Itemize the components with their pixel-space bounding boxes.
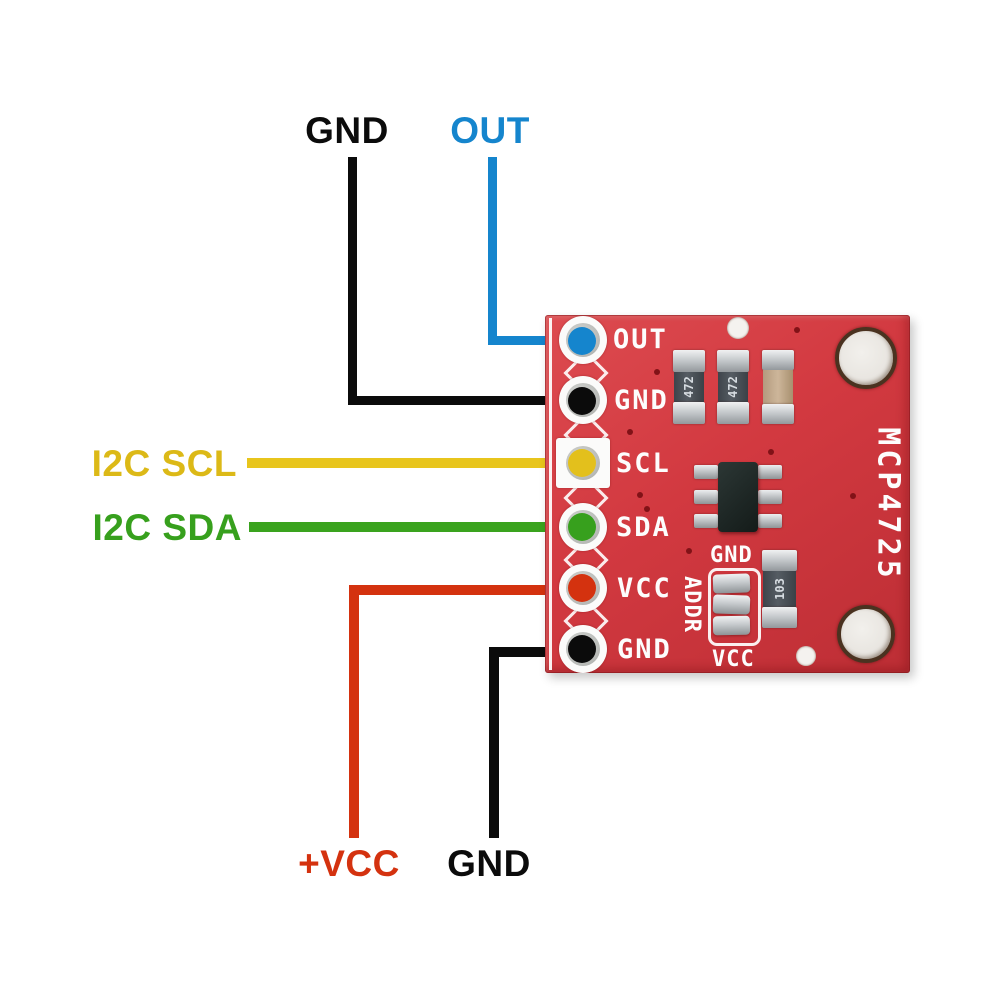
solder-end xyxy=(717,402,749,424)
pcb-dot xyxy=(627,429,633,435)
pin-dot-vcc xyxy=(568,574,596,602)
solder-end xyxy=(717,350,749,372)
ic-lead xyxy=(694,490,718,504)
pcb-dot xyxy=(768,449,774,455)
resistor-472-a: 472 xyxy=(673,350,705,424)
silk-label-jumper-vcc: VCC xyxy=(712,647,755,672)
wire-vcc-vertical xyxy=(349,585,359,838)
jumper-solder xyxy=(712,615,751,636)
wire-sda xyxy=(249,522,582,532)
pin-dot-scl xyxy=(568,449,596,477)
pin-dot-sda xyxy=(568,513,596,541)
silk-label-addr: ADDR xyxy=(679,576,704,633)
addr-jumper-outline xyxy=(708,568,761,646)
pcb-dot xyxy=(637,492,643,498)
solder-end xyxy=(762,404,794,424)
ic-lead xyxy=(758,514,782,528)
silk-label-out: OUT xyxy=(613,324,668,355)
pcb-dot xyxy=(794,327,800,333)
resistor-marking: 472 xyxy=(682,376,696,398)
resistor-472-b: 472 xyxy=(717,350,749,424)
silk-label-sda: SDA xyxy=(616,512,671,543)
pin-dot-out xyxy=(568,327,596,355)
silk-label-vcc: VCC xyxy=(617,573,672,604)
solder-end xyxy=(762,550,797,571)
silk-label-gnd: GND xyxy=(614,385,669,416)
mounting-hole-bottom xyxy=(837,605,895,663)
label-plus-vcc: +VCC xyxy=(298,843,400,884)
silk-label-scl: SCL xyxy=(616,448,671,479)
label-gnd-top: GND xyxy=(305,110,389,151)
label-i2c-scl: I2C SCL xyxy=(91,443,237,484)
jumper-solder xyxy=(712,573,751,594)
label-i2c-sda: I2C SDA xyxy=(92,507,242,548)
ic-chip xyxy=(718,462,758,532)
solder-end xyxy=(762,350,794,370)
label-out: OUT xyxy=(450,110,530,151)
via-hole-top xyxy=(727,317,749,339)
wire-gnd-bottom-horizontal xyxy=(489,647,582,657)
capacitor xyxy=(762,350,794,424)
wire-gnd-top-vertical xyxy=(348,157,357,405)
wire-gnd-bottom-vertical xyxy=(489,647,499,838)
pcb-dot xyxy=(850,493,856,499)
mcp4725-breakout-board: OUT GND SCL SDA VCC GND 472 472 xyxy=(545,315,910,673)
resistor-103: 103 xyxy=(762,550,797,628)
ic-lead xyxy=(694,465,718,479)
pin-dot-gnd-top xyxy=(568,387,596,415)
solder-end xyxy=(673,350,705,372)
pcb-dot xyxy=(654,369,660,375)
pcb-dot xyxy=(686,548,692,554)
pcb-dot xyxy=(644,506,650,512)
wire-out-vertical xyxy=(488,157,497,345)
part-number-silk: MCP4725 xyxy=(870,427,906,582)
wire-scl xyxy=(247,458,582,468)
ic-lead xyxy=(694,514,718,528)
wire-out-horizontal xyxy=(488,336,582,345)
mounting-hole-top xyxy=(835,327,897,389)
resistor-marking: 103 xyxy=(772,578,787,600)
via-hole-bottom xyxy=(796,646,816,666)
silk-label-gnd2: GND xyxy=(617,634,672,665)
ic-lead xyxy=(758,490,782,504)
resistor-marking: 472 xyxy=(726,376,740,398)
ic-lead xyxy=(758,465,782,479)
silkscreen-edge-line xyxy=(549,318,552,670)
wire-gnd-top-horizontal xyxy=(348,396,582,405)
silk-label-jumper-gnd: GND xyxy=(710,543,753,568)
wire-vcc-horizontal xyxy=(349,585,582,595)
label-gnd-bottom: GND xyxy=(447,843,531,884)
jumper-solder xyxy=(712,594,751,615)
solder-end xyxy=(762,607,797,628)
solder-end xyxy=(673,402,705,424)
pin-dot-gnd-bottom xyxy=(568,635,596,663)
